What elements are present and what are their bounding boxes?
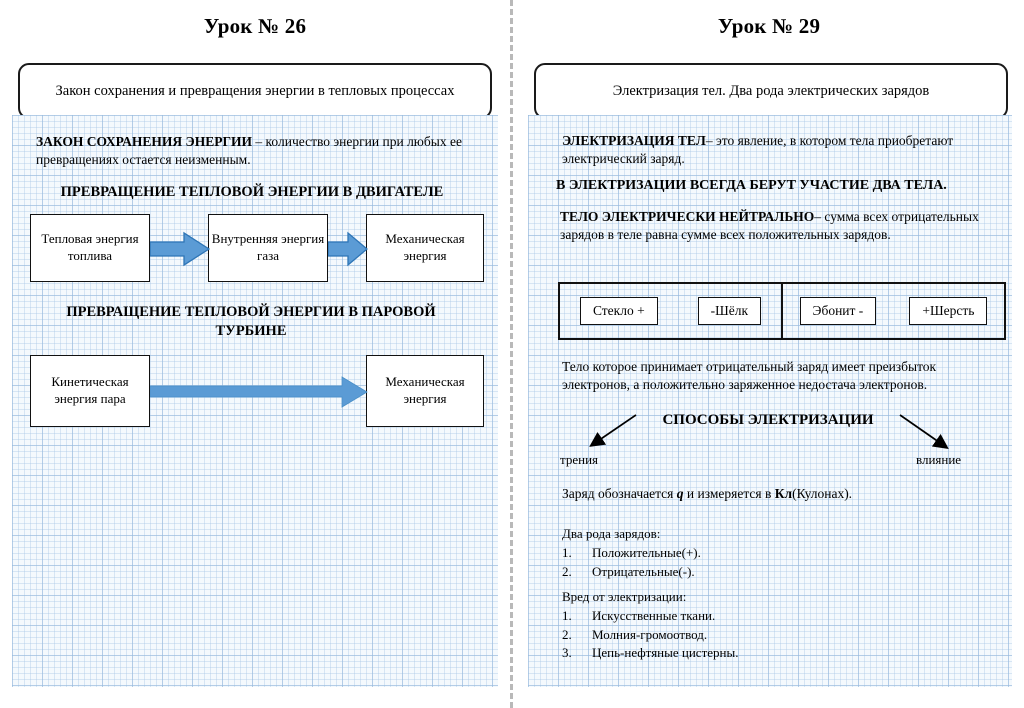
list-text: Молния-громоотвод. — [592, 626, 708, 642]
neutral-paragraph: ТЕЛО ЭЛЕКТРИЧЕСКИ НЕЙТРАЛЬНО– сумма всех… — [560, 208, 1002, 244]
grid-paper-left: ЗАКОН СОХРАНЕНИЯ ЭНЕРГИИ – количество эн… — [12, 115, 498, 687]
charge-symbol: q — [676, 486, 684, 501]
list-text: Цепь-нефтяные цистерны. — [592, 645, 739, 661]
charge-prefix: Заряд обозначается — [562, 486, 677, 501]
ways-label-friction: трения — [560, 452, 599, 467]
law-paragraph: ЗАКОН СОХРАНЕНИЯ ЭНЕРГИИ – количество эн… — [36, 133, 468, 169]
neutral-definition: – сумма всех отрицательных зарядов в тел… — [560, 209, 979, 242]
list-text: Положительные(+). — [592, 545, 701, 561]
arrow-right-icon-1 — [150, 231, 210, 267]
materials-pair-two: Эбонит - +Шерсть — [783, 284, 1004, 338]
arrow-right-icon-2 — [328, 231, 368, 267]
arrow-to-influence-icon — [899, 414, 949, 449]
charge-suffix: (Кулонах). — [792, 486, 853, 501]
material-cell-ebonite: Эбонит - — [799, 297, 877, 325]
arrow-to-friction-icon — [589, 414, 637, 447]
panel-lesson-26: Урок № 26 Закон сохранения и превращения… — [0, 0, 510, 708]
electrization-definition: – это явление, в котором тела приобретаю… — [562, 133, 954, 166]
two-bodies-statement: В ЭЛЕКТРИЗАЦИИ ВСЕГДА БЕРУТ УЧАСТИЕ ДВА … — [556, 178, 947, 193]
list-item: 2. Молния-громоотвод. — [562, 626, 902, 644]
list-item: 1. Положительные(+). — [562, 544, 892, 562]
panel-lesson-29: Урок № 29 Электризация тел. Два рода эле… — [514, 0, 1024, 708]
arrow-right-icon-long — [150, 373, 368, 409]
panel-divider — [510, 0, 513, 708]
list-number: 1. — [562, 545, 572, 561]
ways-label-influence: влияние — [916, 452, 962, 467]
engine-heading: ПРЕВРАЩЕНИЕ ТЕПЛОВОЙ ЭНЕРГИИ В ДВИГАТЕЛЕ — [60, 184, 444, 200]
excess-electrons-paragraph: Тело которое принимает отрицательный зар… — [562, 359, 937, 392]
grid-paper-right: ЭЛЕКТРИЗАЦИЯ ТЕЛ– это явление, в котором… — [528, 115, 1012, 687]
flow-box-internal-energy-gas: Внутренняя энергия газа — [208, 214, 328, 282]
materials-table: Стекло + -Шёлк Эбонит - +Шерсть — [558, 282, 1006, 340]
topic-banner-left: Закон сохранения и превращения энергии в… — [18, 63, 492, 119]
charge-middle: и измеряется в — [683, 486, 775, 501]
material-cell-glass: Стекло + — [579, 297, 658, 325]
list-number: 1. — [562, 608, 572, 624]
list-number: 2. — [562, 626, 572, 642]
list-number: 3. — [562, 645, 572, 661]
neutral-term: ТЕЛО ЭЛЕКТРИЧЕСКИ НЕЙТРАЛЬНО — [560, 209, 815, 224]
law-term: ЗАКОН СОХРАНЕНИЯ ЭНЕРГИИ — [36, 134, 253, 149]
materials-pair-one: Стекло + -Шёлк — [560, 284, 783, 338]
list-text: Искусственные ткани. — [592, 608, 716, 624]
ways-heading: СПОСОБЫ ЭЛЕКТРИЗАЦИИ — [662, 412, 874, 428]
flow-box-heat-energy-fuel: Тепловая энергия топлива — [30, 214, 150, 282]
list-item: 3. Цепь-нефтяные цистерны. — [562, 644, 902, 662]
kinds-list-title: Два рода зарядов: — [562, 526, 661, 541]
electrization-paragraph: ЭЛЕКТРИЗАЦИЯ ТЕЛ– это явление, в котором… — [562, 132, 990, 168]
flow-box-mechanical-energy-turbine: Механическая энергия — [366, 355, 484, 427]
harm-list-title: Вред от электризации: — [562, 589, 687, 604]
material-cell-wool: +Шерсть — [909, 297, 988, 325]
content-left: ЗАКОН СОХРАНЕНИЯ ЭНЕРГИИ – количество эн… — [12, 115, 498, 687]
list-item: 1. Искусственные ткани. — [562, 607, 902, 625]
content-right: ЭЛЕКТРИЗАЦИЯ ТЕЛ– это явление, в котором… — [528, 115, 1012, 687]
electrization-term: ЭЛЕКТРИЗАЦИЯ ТЕЛ — [562, 133, 706, 148]
kinds-of-charges-list: Два рода зарядов: 1. Положительные(+). 2… — [562, 525, 892, 581]
harm-list: Вред от электризации: 1. Искусственные т… — [562, 588, 902, 663]
lesson-title-left: Урок № 26 — [203, 14, 307, 38]
topic-banner-right: Электризация тел. Два рода электрических… — [534, 63, 1008, 119]
charge-unit: Кл — [774, 486, 793, 501]
list-number: 2. — [562, 563, 572, 579]
list-item: 2. Отрицательные(-). — [562, 563, 892, 581]
law-definition: – количество энергии при любых ее превра… — [36, 134, 462, 167]
charge-notation: Заряд обозначается q и измеряется в Кл(К… — [562, 485, 992, 503]
flow-box-kinetic-energy-steam: Кинетическая энергия пара — [30, 355, 150, 427]
material-cell-silk: -Шёлк — [697, 297, 762, 325]
lesson-title-right: Урок № 29 — [717, 14, 821, 38]
topic-text-left: Закон сохранения и превращения энергии в… — [55, 82, 455, 99]
list-text: Отрицательные(-). — [592, 563, 695, 579]
flow-box-mechanical-energy-engine: Механическая энергия — [366, 214, 484, 282]
topic-text-right: Электризация тел. Два рода электрических… — [612, 82, 930, 99]
turbine-heading: ПРЕВРАЩЕНИЕ ТЕПЛОВОЙ ЭНЕРГИИ В ПАРОВОЙ Т… — [66, 304, 436, 339]
